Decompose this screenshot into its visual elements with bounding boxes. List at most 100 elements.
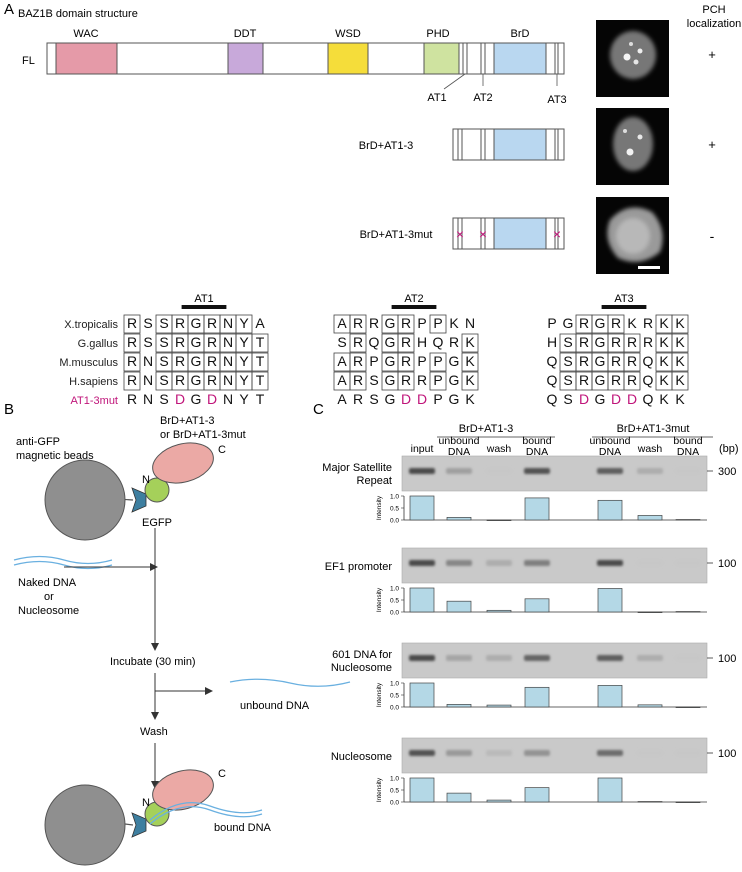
residue: R	[611, 334, 621, 350]
ddt-label: DDT	[234, 28, 257, 40]
beads-label-line2: magnetic beads	[16, 450, 94, 462]
residue: S	[159, 391, 168, 407]
gel-band	[675, 655, 701, 661]
residue: R	[175, 334, 185, 350]
assay-title: EF1 promoter	[325, 561, 393, 573]
conservation-box	[397, 333, 415, 353]
at2-label: AT2	[473, 92, 492, 104]
residue: A	[337, 391, 347, 407]
focus-2	[637, 48, 643, 54]
residue: R	[417, 372, 427, 388]
anti-gfp-antibody-bottom	[131, 812, 147, 838]
conservation-box	[429, 352, 447, 372]
dna-strand-2	[13, 560, 113, 570]
beads-label-line1: anti-GFP	[16, 436, 60, 448]
at3-motif	[554, 42, 559, 75]
phd-label: PHD	[426, 28, 449, 40]
conservation-box	[429, 371, 447, 391]
at1-label: AT1	[427, 92, 446, 104]
residue: R	[207, 315, 217, 331]
intensity-bar	[675, 611, 701, 613]
intensity-bar	[409, 777, 435, 803]
intensity-bar	[486, 609, 512, 613]
gel-band	[486, 655, 512, 661]
residue: R	[175, 353, 185, 369]
residue: Y	[239, 315, 249, 331]
y-tick-label: 1.0	[390, 681, 399, 688]
residue: G	[595, 353, 606, 369]
mutated-residue: D	[611, 391, 621, 407]
species-label: AT1-3mut	[71, 395, 118, 407]
intensity-bar	[446, 704, 472, 708]
bead-complex-bottom: N C bound DNA	[44, 768, 272, 866]
lane-label: DNA	[677, 446, 699, 458]
residue: R	[627, 334, 637, 350]
anti-gfp-antibody-top	[131, 487, 147, 513]
residue: H	[417, 334, 427, 350]
residue: G	[449, 353, 460, 369]
n-terminus-label-bottom: N	[142, 797, 150, 809]
lane-label: bound	[522, 435, 551, 447]
residue: R	[353, 353, 363, 369]
gel-band	[409, 468, 435, 474]
assay-title: Major Satellite	[322, 462, 392, 474]
mutated-residue: D	[175, 391, 185, 407]
residue: T	[256, 353, 265, 369]
intensity-bar	[524, 598, 550, 613]
species-labels: X.tropicalisG.gallusM.musculusH.sapiensA…	[59, 319, 118, 407]
residue: R	[353, 372, 363, 388]
bp-marker: 100	[718, 653, 736, 665]
residue: K	[659, 315, 669, 331]
gel-band	[637, 655, 663, 661]
residue: Y	[239, 353, 249, 369]
residue: K	[675, 391, 685, 407]
intensity-bar	[597, 499, 623, 521]
residue: Q	[643, 353, 654, 369]
conservation-box	[123, 352, 141, 372]
residue: G	[595, 372, 606, 388]
brd-at1-3mut-construct: BrD+AT1-3mut × × ×	[360, 217, 565, 250]
residue: Y	[239, 334, 249, 350]
residue: G	[449, 372, 460, 388]
residue: K	[675, 334, 685, 350]
y-tick-label: 0.5	[390, 506, 399, 513]
bound-dna-strand-1	[149, 802, 263, 821]
fl-label: FL	[22, 55, 35, 67]
mutated-residue: D	[627, 391, 637, 407]
residue: R	[353, 334, 363, 350]
egfp-label: EGFP	[142, 517, 172, 529]
residue: R	[207, 372, 217, 388]
nucleus-fl	[610, 31, 656, 79]
gel-band	[409, 560, 435, 566]
panel-a-letter: A	[4, 1, 14, 18]
focus-1	[623, 53, 631, 61]
residue: S	[159, 334, 168, 350]
brd-localization: +	[708, 137, 716, 152]
y-tick-label: 0.5	[390, 693, 399, 700]
conservation-box	[397, 352, 415, 372]
mutated-residue: D	[207, 391, 217, 407]
conservation-box	[461, 371, 479, 391]
bp-marker: 300	[718, 466, 736, 478]
residue: K	[659, 334, 669, 350]
species-label: X.tropicalis	[64, 319, 118, 331]
dna-strand-1	[13, 555, 113, 565]
intensity-bar	[675, 519, 701, 521]
residue: R	[175, 372, 185, 388]
fl-localization: +	[708, 47, 716, 62]
wsd-label: WSD	[335, 28, 361, 40]
bound-dna-strand-2	[149, 806, 263, 825]
residue: P	[433, 353, 442, 369]
residue: N	[223, 391, 233, 407]
gel-assay-3: 601 DNA forNucleosome1001.00.50.0Intensi…	[331, 642, 736, 712]
wsd-domain	[327, 42, 369, 75]
intensity-bar	[409, 587, 435, 613]
residue: S	[563, 391, 572, 407]
n-terminus-label-top: N	[142, 474, 150, 486]
intensity-bar	[524, 686, 550, 708]
residue: N	[465, 315, 475, 331]
residue: Q	[643, 391, 654, 407]
gel-panels: Major SatelliteRepeat3001.00.50.0Intensi…	[322, 455, 736, 807]
residue: R	[127, 372, 137, 388]
